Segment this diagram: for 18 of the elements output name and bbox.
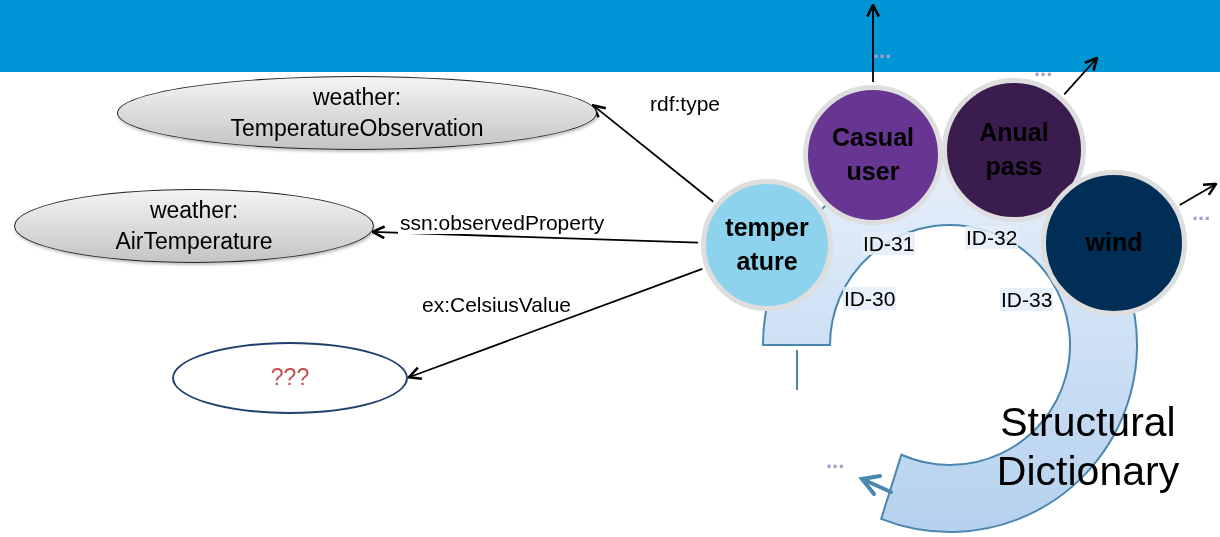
ellipsis-text: ...: [1192, 202, 1211, 224]
id-label: ID-33: [1000, 288, 1054, 311]
arrow: [591, 104, 715, 203]
arrow: [407, 268, 704, 380]
concept-circle: temper ature: [701, 179, 833, 311]
ellipsis-text: ...: [873, 40, 892, 62]
arrow: [371, 225, 699, 244]
arrow: [1178, 182, 1218, 206]
id-label: ID-32: [965, 226, 1019, 249]
unknown-value-ellipse: ???: [172, 342, 408, 414]
ellipsis-text: ...: [1034, 58, 1053, 80]
class-ellipse: weather: AirTemperature: [14, 189, 374, 263]
id-label: ID-31: [862, 232, 916, 255]
id-label: ID-30: [843, 287, 897, 310]
class-ellipse: weather: TemperatureObservation: [117, 76, 597, 150]
arrow: [865, 3, 881, 83]
ellipsis-text: ...: [826, 450, 845, 472]
arrow: [1063, 56, 1099, 96]
